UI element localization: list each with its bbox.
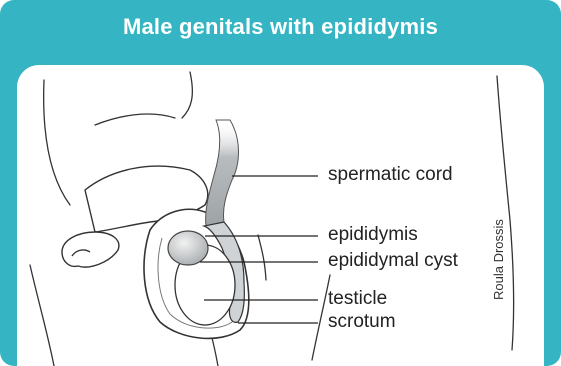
label-scrotum: scrotum	[328, 311, 396, 333]
right-thigh-crease	[258, 235, 266, 280]
groin-crease-right	[182, 72, 192, 118]
label-epididymal-cyst: epididymal cyst	[328, 250, 458, 272]
torso-left-outline	[44, 80, 70, 205]
thigh-left-outline	[30, 265, 54, 366]
label-spermatic-cord: spermatic cord	[328, 164, 453, 186]
abdomen-contour	[95, 114, 175, 125]
illustrator-credit: Roula Drossis	[491, 219, 506, 300]
label-testicle: testicle	[328, 288, 387, 310]
epididymal-cyst-shape	[168, 231, 208, 265]
spermatic-cord-shape	[206, 120, 239, 226]
label-epididymis: epididymis	[328, 224, 418, 246]
right-body-outline	[497, 76, 514, 350]
